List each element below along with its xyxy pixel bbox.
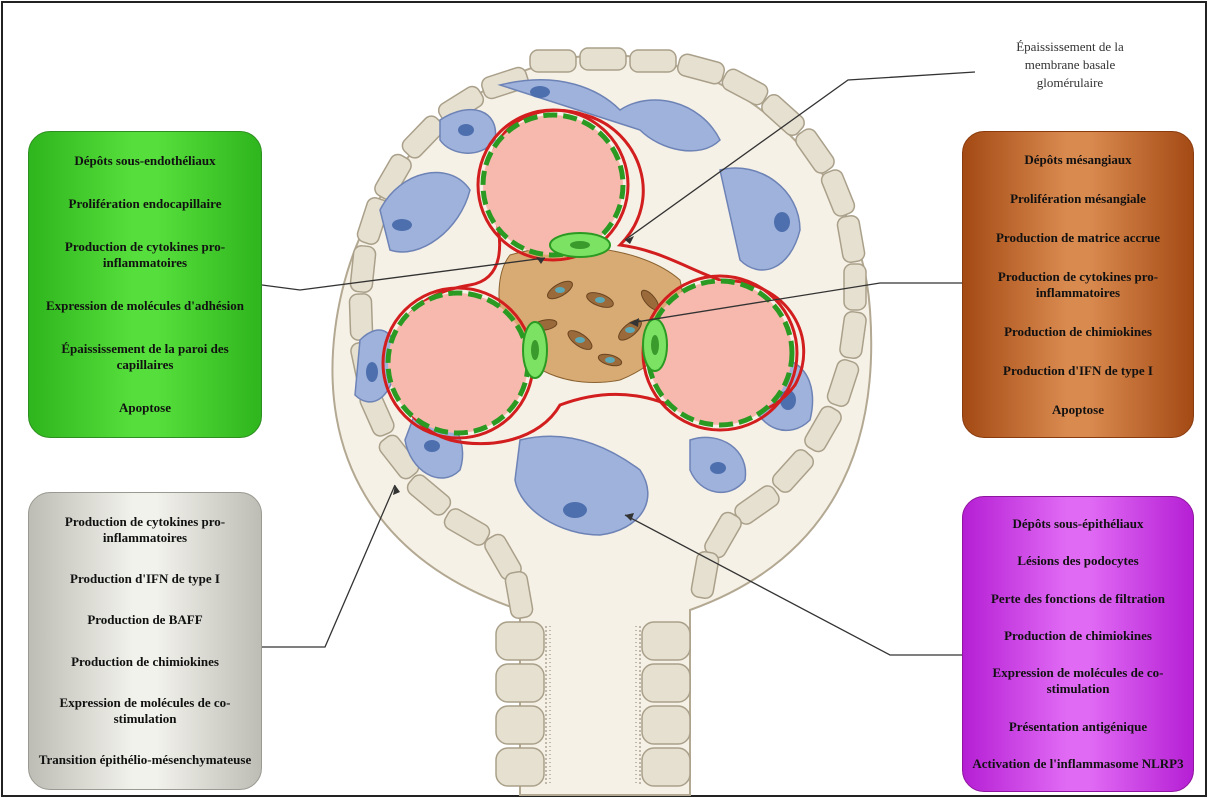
endothelial-effects-box: Dépôts sous-endothéliaux Prolifération e…: [28, 131, 262, 438]
box-item: Épaississement de la paroi des capillair…: [35, 341, 255, 373]
box-item: Expression de molécules de co-stimulatio…: [969, 665, 1187, 697]
box-item: Production de cytokines pro-inflammatoir…: [35, 239, 255, 271]
box-item: Production de cytokines pro-inflammatoir…: [35, 514, 255, 546]
box-item: Expression de molécules de co-stimulatio…: [35, 695, 255, 727]
box-item: Production de chimiokines: [71, 654, 219, 670]
box-item: Production de chimiokines: [1004, 324, 1152, 340]
gbm-thickening-callout: Épaississement de la membrane basale glo…: [985, 38, 1155, 92]
capillary-top: [483, 115, 623, 255]
box-item: Transition épithélio-mésenchymateuse: [39, 752, 251, 768]
box-item: Dépôts mésangiaux: [1024, 152, 1131, 168]
callout-line: membrane basale: [985, 56, 1155, 74]
box-item: Prolifération mésangiale: [1010, 191, 1146, 207]
box-item: Apoptose: [1052, 402, 1104, 418]
box-item: Production de chimiokines: [1004, 628, 1152, 644]
callout-line: Épaississement de la: [985, 38, 1155, 56]
box-item: Production de cytokines pro-inflammatoir…: [969, 269, 1187, 301]
box-item: Présentation antigénique: [1009, 719, 1147, 735]
callout-line: glomérulaire: [985, 74, 1155, 92]
capillary-left: [388, 293, 528, 433]
box-item: Prolifération endocapillaire: [69, 196, 222, 212]
capillary-right: [648, 281, 792, 425]
box-item: Perte des fonctions de filtration: [991, 591, 1165, 607]
box-item: Dépôts sous-épithéliaux: [1012, 516, 1143, 532]
box-item: Dépôts sous-endothéliaux: [74, 153, 215, 169]
box-item: Production d'IFN de type I: [70, 571, 220, 587]
parietal-epithelium-effects-box: Production de cytokines pro-inflammatoir…: [28, 492, 262, 790]
box-item: Lésions des podocytes: [1017, 553, 1138, 569]
box-item: Production de BAFF: [87, 612, 202, 628]
podocyte-effects-box: Dépôts sous-épithéliaux Lésions des podo…: [962, 496, 1194, 792]
mesangial-effects-box: Dépôts mésangiaux Prolifération mésangia…: [962, 131, 1194, 438]
box-item: Apoptose: [119, 400, 171, 416]
box-item: Production d'IFN de type I: [1003, 363, 1153, 379]
box-item: Activation de l'inflammasome NLRP3: [972, 756, 1183, 772]
box-item: Production de matrice accrue: [996, 230, 1160, 246]
box-item: Expression de molécules d'adhésion: [46, 298, 244, 314]
